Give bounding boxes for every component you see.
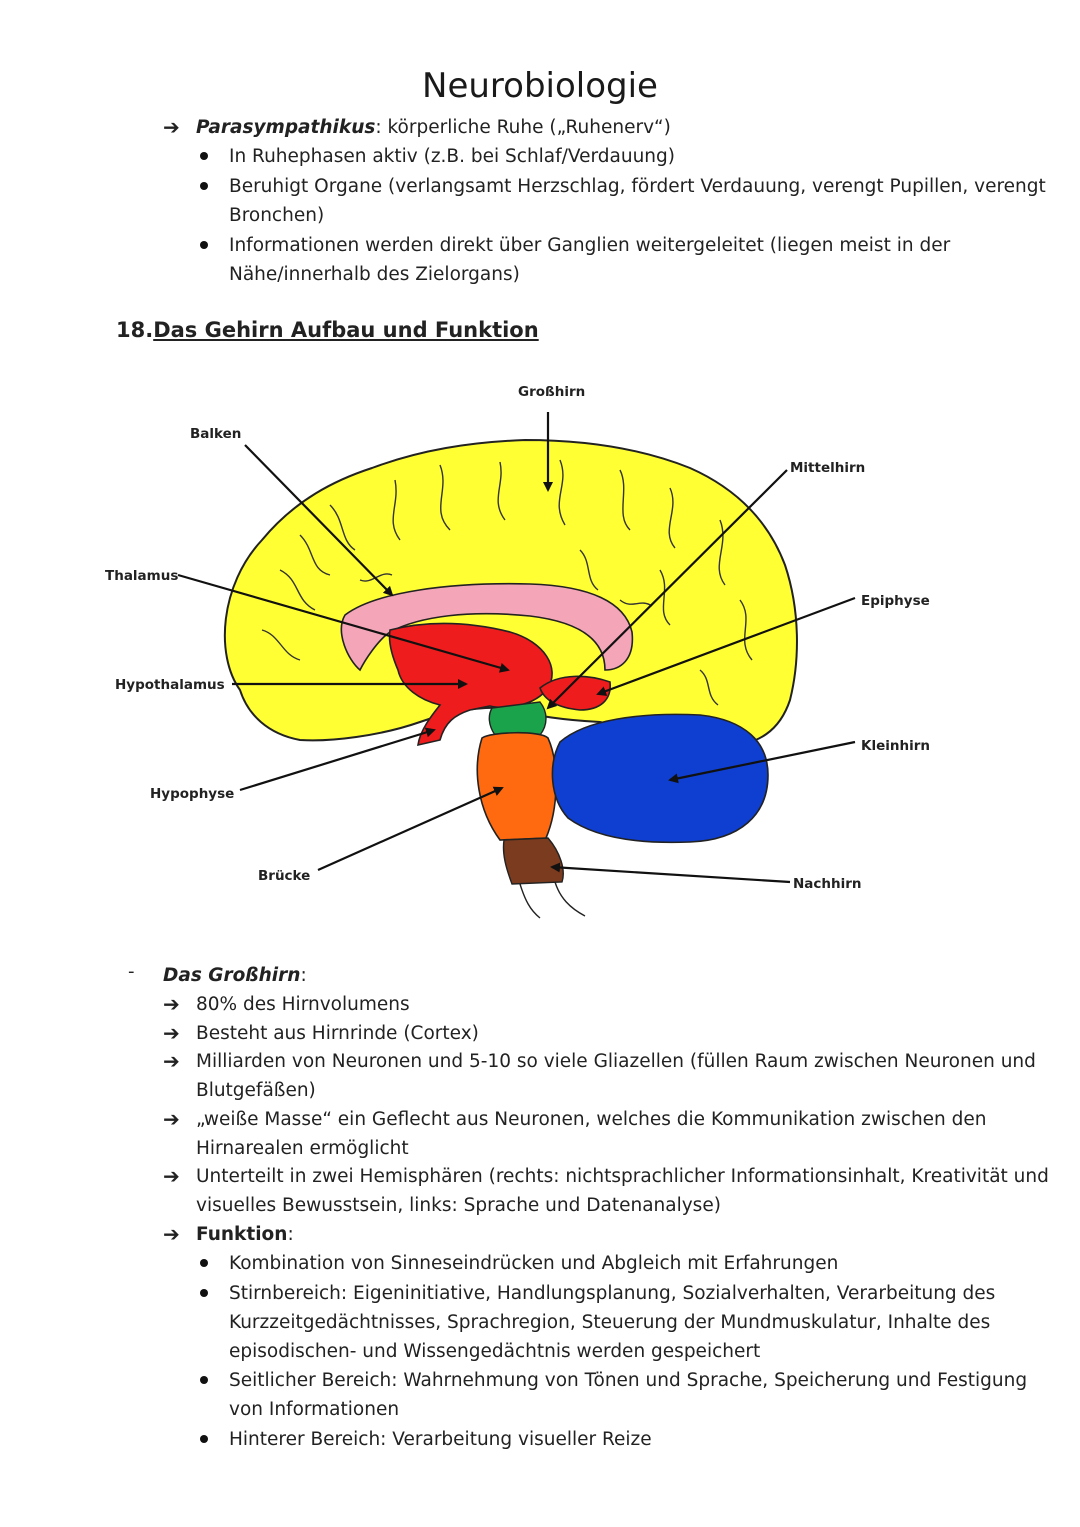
arrow-bullet-icon: ➔ xyxy=(163,1222,180,1246)
section-title: 18.Das Gehirn Aufbau und Funktion xyxy=(116,318,539,342)
para-bullet-3: Informationen werden direkt über Ganglie… xyxy=(229,235,951,256)
label-balken: Balken xyxy=(190,426,241,442)
para-bullet-2-cont: Bronchen) xyxy=(229,205,325,226)
funktion-bullet-3-cont: von Informationen xyxy=(229,1399,400,1420)
parasympathikus-term: Parasympathikus xyxy=(196,117,376,138)
grosshirn-heading: Das Großhirn xyxy=(163,965,301,986)
grosshirn-point-2: Besteht aus Hirnrinde (Cortex) xyxy=(196,1023,479,1044)
arrow-bullet-icon: ➔ xyxy=(163,992,180,1016)
para-bullet-2: Beruhigt Organe (verlangsamt Herzschlag,… xyxy=(229,176,1046,197)
funktion-bullet-1: Kombination von Sinneseindrücken und Abg… xyxy=(229,1253,839,1274)
label-kleinhirn: Kleinhirn xyxy=(861,738,930,754)
label-bruecke: Brücke xyxy=(258,868,310,884)
grosshirn-point-4: „weiße Masse“ ein Geflecht aus Neuronen,… xyxy=(196,1109,987,1130)
grosshirn-heading-line: Das Großhirn: xyxy=(163,961,307,990)
funktion-label: Funktion xyxy=(196,1224,288,1245)
funktion-bullet-2-cont2: episodischen- und Wissengedächtnis werde… xyxy=(229,1341,761,1362)
para-bullet-1: In Ruhephasen aktiv (z.B. bei Schlaf/Ver… xyxy=(229,146,675,167)
arrow-bullet-icon: ➔ xyxy=(163,1107,180,1131)
grosshirn-heading-colon: : xyxy=(300,965,307,986)
gyri-lines xyxy=(261,459,753,706)
funktion-bullet-2-cont: Kurzzeitgedächtnisses, Sprachregion, Ste… xyxy=(229,1312,991,1333)
spinal-cord-lines xyxy=(519,881,586,919)
bullet-icon xyxy=(200,1259,208,1267)
label-grosshirn: Großhirn xyxy=(518,384,585,400)
balken-shape xyxy=(340,582,634,672)
parasympathikus-line: Parasympathikus: körperliche Ruhe („Ruhe… xyxy=(196,113,671,142)
funktion-bullet-4: Hinterer Bereich: Verarbeitung visueller… xyxy=(229,1429,652,1450)
section-title-text: Das Gehirn Aufbau und Funktion xyxy=(153,318,539,342)
bruecke-shape xyxy=(476,731,557,841)
arrow-bullet-icon: ➔ xyxy=(163,115,180,139)
bullet-icon xyxy=(200,1289,208,1297)
diagram-arrows xyxy=(177,412,856,884)
grosshirn-point-5: Unterteilt in zwei Hemisphären (rechts: … xyxy=(196,1166,1049,1187)
label-epiphyse: Epiphyse xyxy=(861,593,930,609)
label-nachhirn: Nachhirn xyxy=(793,876,862,892)
arrow-bullet-icon: ➔ xyxy=(163,1164,180,1188)
dash-marker: - xyxy=(128,961,135,982)
grosshirn-point-3-cont: Blutgefäßen) xyxy=(196,1080,316,1101)
funktion-bullet-3: Seitlicher Bereich: Wahrnehmung von Töne… xyxy=(229,1370,1028,1391)
funktion-colon: : xyxy=(287,1224,294,1245)
label-hypophyse: Hypophyse xyxy=(150,786,234,802)
mittelhirn-shape xyxy=(488,701,547,736)
parasympathikus-desc: : körperliche Ruhe („Ruhenerv“) xyxy=(375,117,671,138)
bullet-icon xyxy=(200,241,208,249)
arrow-bullet-icon: ➔ xyxy=(163,1049,180,1073)
label-thalamus: Thalamus xyxy=(105,568,178,584)
nachhirn-shape xyxy=(502,837,564,885)
bullet-icon xyxy=(200,1435,208,1443)
page-title: Neurobiologie xyxy=(422,66,658,106)
grosshirn-point-3: Milliarden von Neuronen und 5-10 so viel… xyxy=(196,1051,1036,1072)
grosshirn-point-4-cont: Hirnarealen ermöglicht xyxy=(196,1138,409,1159)
para-bullet-3-cont: Nähe/innerhalb des Zielorgans) xyxy=(229,264,520,285)
bullet-icon xyxy=(200,1376,208,1384)
brain-diagram: Großhirn Balken Mittelhirn Thalamus Epip… xyxy=(105,384,930,919)
bullet-icon xyxy=(200,152,208,160)
bullet-icon xyxy=(200,182,208,190)
arrow-bullet-icon: ➔ xyxy=(163,1021,180,1045)
funktion-bullet-2: Stirnbereich: Eigeninitiative, Handlungs… xyxy=(229,1283,996,1304)
grosshirn-point-5-cont: visuelles Bewusstsein, links: Sprache un… xyxy=(196,1195,721,1216)
grosshirn-point-1: 80% des Hirnvolumens xyxy=(196,994,410,1015)
funktion-label-line: Funktion: xyxy=(196,1220,294,1249)
kleinhirn-shape xyxy=(551,713,769,844)
label-mittelhirn: Mittelhirn xyxy=(790,460,865,476)
section-number: 18. xyxy=(116,318,154,342)
label-hypothalamus: Hypothalamus xyxy=(115,677,225,693)
